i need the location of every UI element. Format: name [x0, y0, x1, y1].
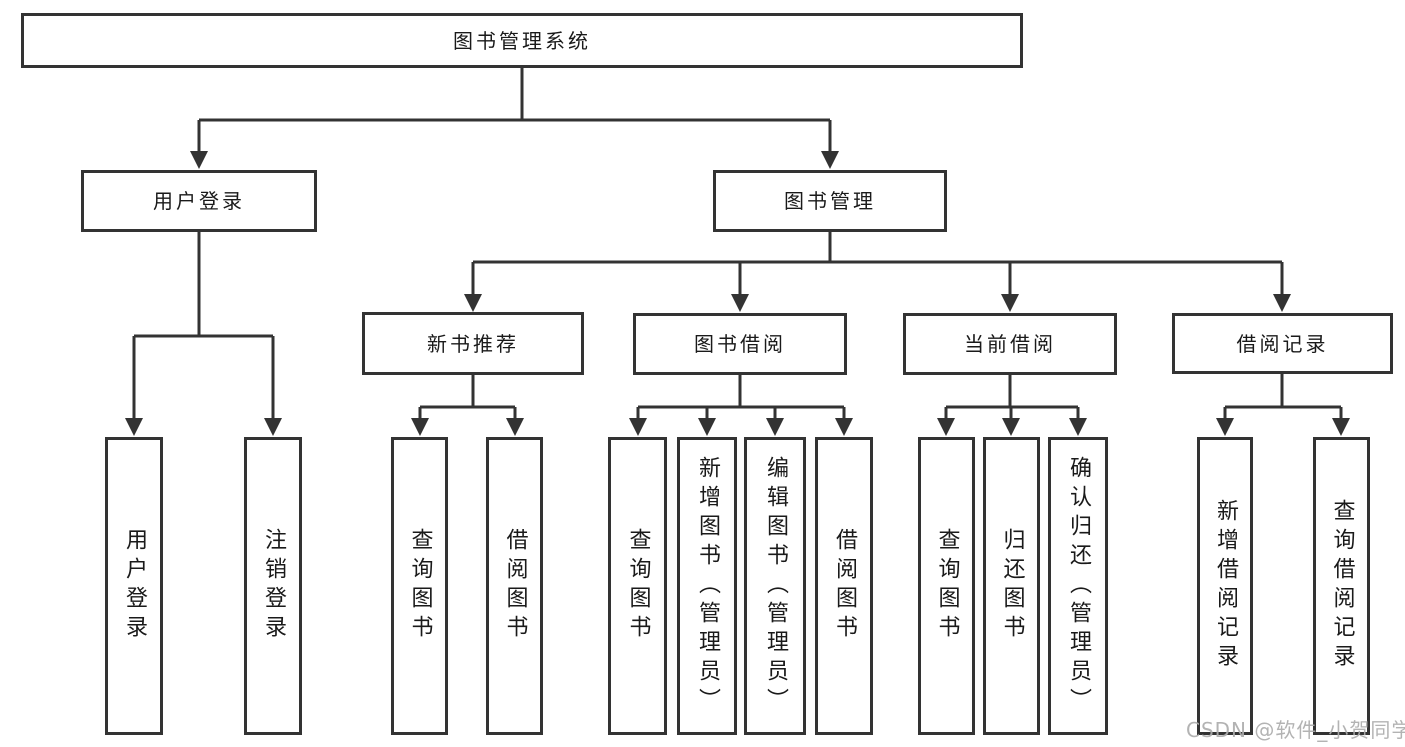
connector-book-borrow-children: [629, 375, 853, 436]
leaf-label: 借阅图书: [832, 528, 857, 644]
leaf-label: 新增借阅记录: [1213, 499, 1238, 673]
connector-borrow-records-children: [1216, 374, 1350, 436]
connector-book-mgmt-children: [464, 232, 1291, 312]
leaf-label: 编辑图书（管理员）: [763, 455, 788, 717]
node-leaf-query-books-bb: 查询图书: [608, 437, 667, 735]
leaf-label: 注销登录: [261, 528, 286, 644]
leaf-label: 归还图书: [999, 528, 1025, 644]
leaf-label: 借阅图书: [502, 528, 528, 644]
leaf-label: 确认归还（管理员）: [1066, 455, 1091, 717]
node-leaf-edit-books-admin: 编辑图书（管理员）: [744, 437, 806, 735]
node-new-book-recommend: 新书推荐: [362, 312, 584, 375]
node-leaf-query-borrow-record: 查询借阅记录: [1313, 437, 1370, 735]
node-leaf-confirm-return-admin: 确认归还（管理员）: [1048, 437, 1108, 735]
node-root-system: 图书管理系统: [21, 13, 1023, 68]
leaf-label: 查询借阅记录: [1329, 499, 1355, 673]
node-leaf-user-login: 用户登录: [105, 437, 163, 735]
leaf-label: 查询图书: [625, 528, 651, 644]
connector-current-borrow-children: [937, 375, 1087, 436]
node-leaf-query-books-cb: 查询图书: [918, 437, 975, 735]
connector-root-to-level1: [190, 68, 839, 169]
leaf-label: 新增图书（管理员）: [695, 455, 720, 717]
node-user-login: 用户登录: [81, 170, 317, 232]
node-book-borrow: 图书借阅: [633, 313, 847, 375]
leaf-label: 查询图书: [407, 528, 433, 644]
connector-user-login-children: [125, 232, 282, 436]
node-leaf-logout: 注销登录: [244, 437, 302, 735]
csdn-watermark: CSDN @软件_小贺同学: [1186, 718, 1405, 742]
node-book-mgmt: 图书管理: [713, 170, 947, 232]
node-leaf-return-books: 归还图书: [983, 437, 1040, 735]
node-current-borrow: 当前借阅: [903, 313, 1117, 375]
node-borrow-records: 借阅记录: [1172, 313, 1393, 374]
node-leaf-add-books-admin: 新增图书（管理员）: [677, 437, 737, 735]
node-leaf-add-borrow-record: 新增借阅记录: [1197, 437, 1253, 735]
connector-new-book-children: [411, 375, 524, 436]
leaf-label: 查询图书: [934, 528, 960, 644]
node-leaf-query-books-nb: 查询图书: [391, 437, 448, 735]
node-leaf-borrow-books-nb: 借阅图书: [486, 437, 543, 735]
node-leaf-borrow-books-bb: 借阅图书: [815, 437, 873, 735]
leaf-label: 用户登录: [122, 528, 147, 644]
